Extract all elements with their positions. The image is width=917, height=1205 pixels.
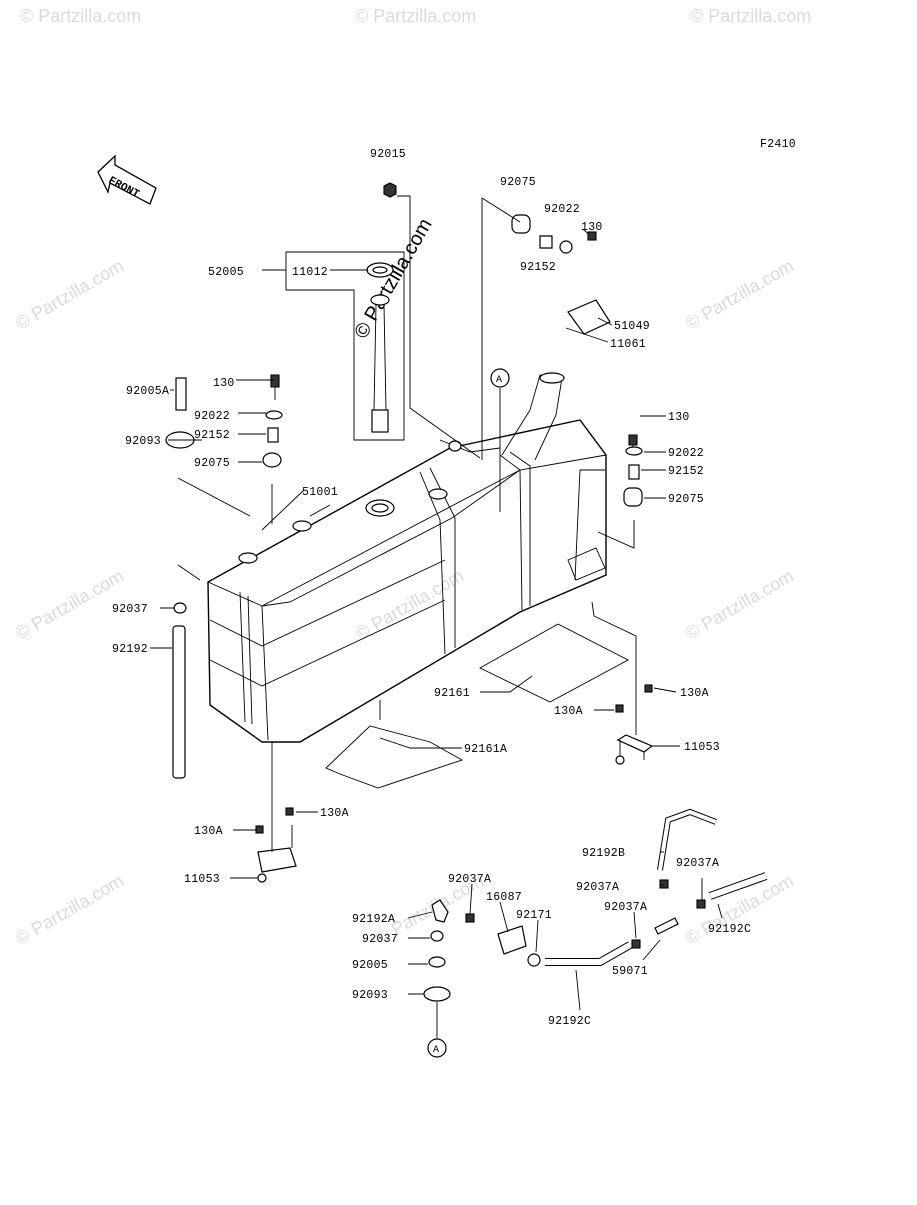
front-label: FRONT [106, 175, 141, 201]
part-label: 92192C [708, 923, 751, 936]
part-label: 92075 [194, 457, 230, 470]
watermark: © Partzilla.com [12, 870, 127, 948]
part-label: 130A [194, 825, 223, 838]
gauge-group-box [285, 251, 405, 441]
part-label: 59071 [612, 965, 648, 978]
part-label: 92037 [112, 603, 148, 616]
watermark: © Partzilla.com [12, 565, 127, 643]
part-labels: 92015 92075 92022 130 92152 52005 11012 … [112, 148, 751, 1028]
watermark: © Partzilla.com [355, 6, 476, 26]
part-label: 92075 [668, 493, 704, 506]
part-label: 130 [213, 377, 235, 390]
watermark: © Partzilla.com [20, 6, 141, 26]
part-label: 130A [554, 705, 583, 718]
watermark: © Partzilla.com [352, 565, 467, 643]
part-label: 92192C [548, 1015, 591, 1028]
part-label: 92037A [676, 857, 719, 870]
part-label: 11012 [292, 266, 328, 279]
part-label: 92171 [516, 909, 552, 922]
part-label: 130A [680, 687, 709, 700]
part-label: 11053 [184, 873, 220, 886]
part-label: 92037A [448, 873, 491, 886]
part-label: 52005 [208, 266, 244, 279]
watermark: © Partzilla.com [682, 565, 797, 643]
hardware-parts [165, 182, 768, 1058]
part-label: 92022 [668, 447, 704, 460]
part-label: 16087 [486, 891, 522, 904]
part-label: 92093 [352, 989, 388, 1002]
part-label: 92037A [576, 881, 619, 894]
ref-marker-a: A [496, 375, 502, 386]
ref-marker-a: A [433, 1045, 439, 1056]
part-label: 92022 [194, 410, 230, 423]
part-label: 92022 [544, 203, 580, 216]
part-label: 92037 [362, 933, 398, 946]
leader-lines [150, 195, 723, 1038]
part-label: 51049 [614, 320, 650, 333]
part-label: 92192A [352, 913, 395, 926]
part-label: 92192B [582, 847, 625, 860]
part-label: 92005 [352, 959, 388, 972]
pad-92161 [479, 623, 629, 703]
part-label: 92037A [604, 901, 647, 914]
figure-code: F2410 [760, 138, 796, 151]
part-label: 130A [320, 807, 349, 820]
part-label: 92161 [434, 687, 470, 700]
part-label: 92152 [520, 261, 556, 274]
part-label: 92093 [125, 435, 161, 448]
part-label: 51001 [302, 486, 338, 499]
part-label: 11061 [610, 338, 646, 351]
watermark: © Partzilla.com [12, 255, 127, 333]
part-label: 92161A [464, 743, 507, 756]
part-label: 130 [668, 411, 690, 424]
part-label: 92015 [370, 148, 406, 161]
part-label: 11053 [684, 741, 720, 754]
part-label: 92192 [112, 643, 148, 656]
pad-92161a [325, 725, 464, 789]
part-label: 92152 [194, 429, 230, 442]
watermark-main: © Partzilla.com [350, 215, 436, 343]
part-label: 130 [581, 221, 603, 234]
part-label: 92005A [126, 385, 169, 398]
front-arrow-icon: FRONT [97, 154, 157, 205]
watermark: © Partzilla.com [682, 255, 797, 333]
part-label: 92075 [500, 176, 536, 189]
part-label: 92152 [668, 465, 704, 478]
watermark: © Partzilla.com [690, 6, 811, 26]
fuel-tank [207, 372, 607, 743]
